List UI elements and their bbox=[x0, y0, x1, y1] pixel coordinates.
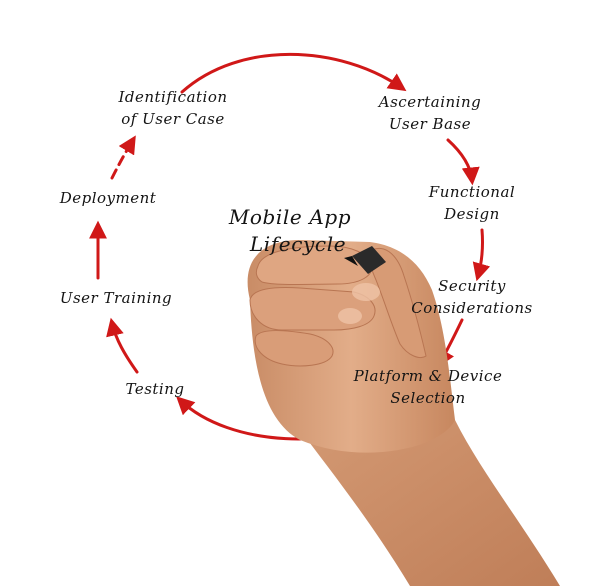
index-finger bbox=[255, 245, 373, 285]
title-line-1: Mobile App bbox=[228, 205, 352, 229]
thumbnail bbox=[352, 283, 380, 301]
hand-illustration bbox=[247, 240, 560, 586]
step-user-training: User Training bbox=[59, 289, 173, 307]
step-ascertaining-user-base: Ascertaining User Base bbox=[378, 93, 482, 133]
arrow-testing-to-training bbox=[106, 317, 139, 374]
step-deployment: Deployment bbox=[59, 189, 157, 207]
ring-finger bbox=[254, 330, 334, 367]
step-platform-device-selection: Platform & Device Selection bbox=[353, 367, 503, 407]
step-identification-of-user-case: Identification of User Case bbox=[118, 88, 228, 128]
thumb bbox=[368, 248, 427, 358]
arrow-deployment-to-identification bbox=[110, 135, 136, 180]
title-line-2: Lifecycle bbox=[249, 232, 347, 256]
step-security-considerations: Security Considerations bbox=[411, 277, 533, 317]
arrow-identification-to-ascertaining bbox=[180, 52, 407, 94]
marker-pen bbox=[344, 246, 386, 274]
fingernail bbox=[338, 308, 362, 324]
diagram-title: Mobile App Lifecycle bbox=[200, 204, 380, 258]
step-testing: Testing bbox=[125, 380, 185, 398]
arrow-functional-to-security bbox=[472, 228, 491, 282]
arrow-ascertaining-to-functional bbox=[446, 138, 480, 186]
step-functional-design: Functional Design bbox=[428, 183, 516, 223]
